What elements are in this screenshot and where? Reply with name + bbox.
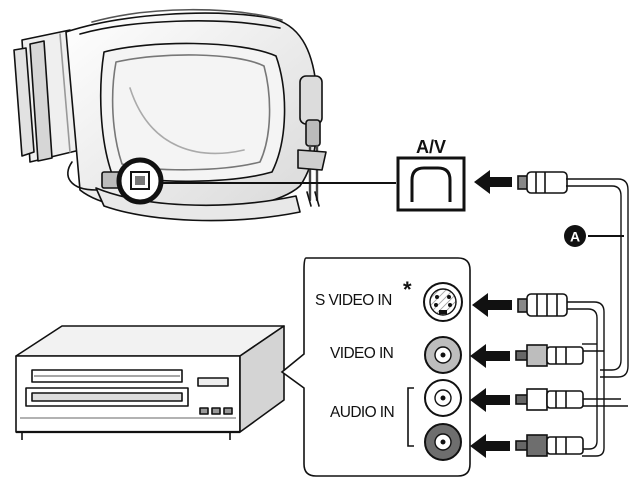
arrow-into-audio-left [470,388,510,412]
vcr-illustration [15,325,285,440]
audio-in-label: AUDIO IN [330,404,394,421]
cable-marker-label: A [570,229,580,245]
video-in-label: VIDEO IN [330,345,393,362]
arrow-into-audio-right [470,434,510,458]
video-in-socket [424,336,462,374]
s-video-in-label: S VIDEO IN [315,292,392,309]
av-jack-label: A/V [416,137,446,157]
arrow-into-s-video [472,293,512,317]
camcorder-av-socket [116,157,164,205]
arrow-into-video-in [470,344,510,368]
av-plug [517,171,568,194]
camcorder-illustration [13,8,327,222]
s-video-plug [517,293,568,317]
asterisk-note: * [403,277,412,302]
arrow-into-av-jack [474,170,512,194]
audio-in-bracket [407,387,414,447]
audio-right-plug [515,434,584,457]
av-cable [566,178,629,378]
audio-left-plug [515,388,584,411]
branch-cables [566,301,628,457]
av-jack: A/V [396,137,466,212]
s-video-socket [423,282,463,322]
cable-marker-a: A [564,225,586,247]
audio-left-socket [424,379,462,417]
vcr-input-panel [280,257,471,477]
audio-right-socket [424,423,462,461]
video-plug [515,344,584,367]
